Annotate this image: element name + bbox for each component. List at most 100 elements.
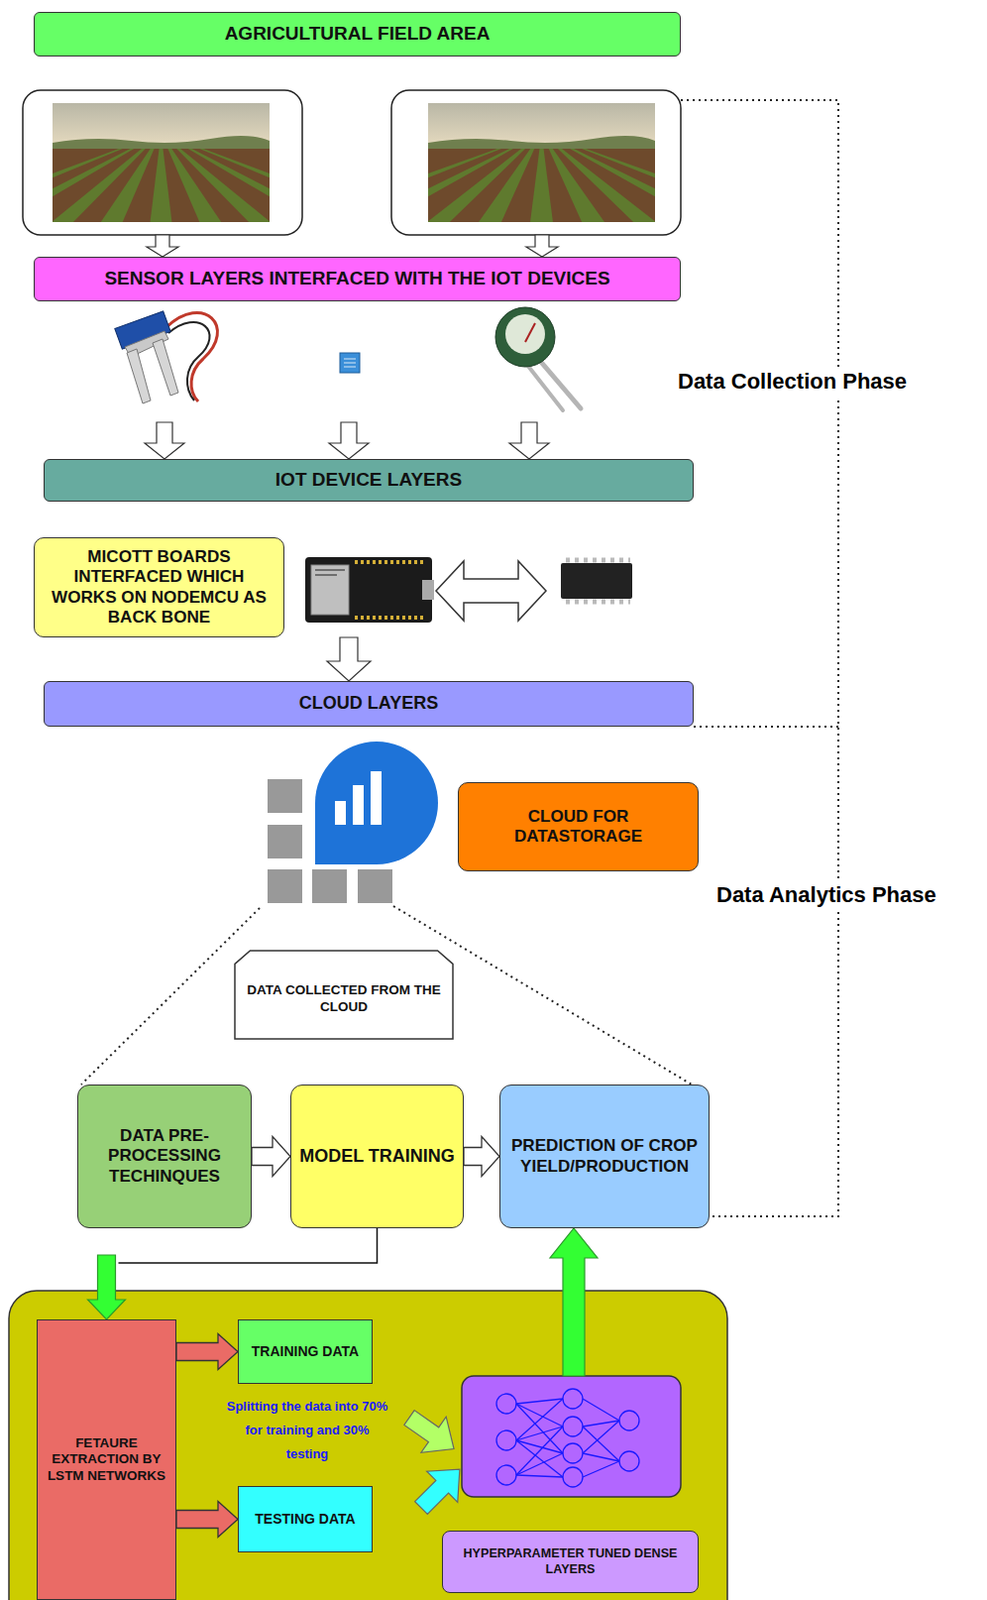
block-arrow xyxy=(251,1136,291,1177)
block-arrow xyxy=(176,1333,238,1370)
neuron xyxy=(562,1416,583,1436)
nn-link xyxy=(582,1425,620,1461)
nn-link xyxy=(582,1452,620,1461)
layer-bar: SENSOR LAYERS INTERFACED WITH THE IOT DE… xyxy=(33,256,681,302)
probe-prong xyxy=(126,348,151,404)
title-bar: AGRICULTURAL FIELD AREA xyxy=(33,11,681,57)
nodemcu-board xyxy=(305,556,433,623)
icon-square xyxy=(267,778,303,813)
box-text: TRAINING DATA xyxy=(251,1342,359,1360)
meter-probe xyxy=(540,360,581,409)
nn-link xyxy=(582,1420,620,1453)
connector xyxy=(463,1136,500,1177)
meter-body xyxy=(495,307,555,367)
nn-link xyxy=(582,1460,620,1477)
nn-link xyxy=(516,1425,563,1475)
probe-prong xyxy=(152,338,179,396)
box-text: AGRICULTURAL FIELD AREA xyxy=(224,22,491,46)
chip-legs xyxy=(565,599,631,605)
process-box: DATA PRE-PROCESSING TECHINQUES xyxy=(77,1084,252,1228)
icon-square xyxy=(357,869,393,903)
layer-box: HYPERPARAMETER TUNED DENSE LAYERS xyxy=(441,1530,699,1593)
hollow-arrow xyxy=(144,422,185,459)
hollow-arrow xyxy=(146,234,179,257)
box-text: CLOUD LAYERS xyxy=(299,692,439,715)
phase-label: Data Collection Phase xyxy=(674,366,910,397)
double-arrow xyxy=(436,560,547,621)
icon-bar xyxy=(352,784,364,825)
sensor-grille xyxy=(343,358,356,367)
meter-dial xyxy=(505,314,546,354)
neuron xyxy=(619,1450,640,1471)
process-box: PREDICTION OF CROP YIELD/PRODUCTION xyxy=(499,1084,710,1228)
box-text: FETAURE EXTRACTION BY LSTM NETWORKS xyxy=(43,1434,170,1484)
connector xyxy=(88,1227,378,1319)
field-photo xyxy=(293,103,791,222)
layer-bar: IOT DEVICE LAYERS xyxy=(43,458,694,502)
block-arrow xyxy=(463,1136,500,1177)
dotted-line xyxy=(81,907,260,1085)
neural-net-box xyxy=(461,1375,681,1497)
field-photo xyxy=(0,103,399,222)
connector xyxy=(176,1501,238,1537)
box-text: TESTING DATA xyxy=(254,1510,355,1528)
box-text: MODEL TRAINING xyxy=(299,1145,455,1168)
icon-square xyxy=(267,824,303,859)
meter-needle xyxy=(525,323,536,342)
note-box: CLOUD FOR DATASTORAGE xyxy=(457,781,699,872)
nn-link xyxy=(582,1398,620,1421)
pin-header xyxy=(354,615,425,620)
neuron xyxy=(619,1410,640,1430)
neuron xyxy=(562,1442,583,1463)
neuron xyxy=(562,1388,583,1409)
phase-bracket xyxy=(680,100,839,1216)
box-text: HYPERPARAMETER TUNED DENSE LAYERS xyxy=(448,1545,692,1576)
nn-links xyxy=(516,1398,620,1477)
connector-line xyxy=(118,1227,378,1263)
nn-link xyxy=(516,1403,563,1426)
block-arrow xyxy=(176,1501,238,1537)
nn-link xyxy=(516,1398,563,1404)
dht11-sensor xyxy=(339,352,360,373)
box-text: MICOTT BOARDS INTERFACED WHICH WORKS ON … xyxy=(40,547,278,629)
icon-bar xyxy=(370,770,382,825)
box-text: DATA COLLECTED FROM THE CLOUD xyxy=(242,982,445,1014)
icon-bar xyxy=(334,800,346,825)
note-box: MICOTT BOARDS INTERFACED WHICH WORKS ON … xyxy=(33,537,285,638)
hollow-arrow xyxy=(526,234,558,257)
phase-label: Data Analytics Phase xyxy=(713,879,940,910)
neuron xyxy=(562,1466,583,1487)
block-arrow xyxy=(396,1399,466,1467)
icon-square xyxy=(312,869,347,903)
layer-bar: CLOUD LAYERS xyxy=(43,680,694,727)
block-arrow xyxy=(405,1453,475,1524)
data-box: DATA COLLECTED FROM THE CLOUD xyxy=(234,950,453,1039)
box-text: IOT DEVICE LAYERS xyxy=(275,468,462,492)
hollow-arrow xyxy=(509,422,549,459)
model-panel xyxy=(8,1290,728,1600)
meter-probe xyxy=(527,364,563,411)
hollow-arrow xyxy=(327,637,371,681)
connector xyxy=(251,1136,291,1177)
box-text: CLOUD FOR DATASTORAGE xyxy=(464,806,692,848)
block-arrow xyxy=(88,1254,126,1319)
icon-square xyxy=(267,869,303,903)
box-text: SENSOR LAYERS INTERFACED WITH THE IOT DE… xyxy=(104,267,610,291)
esp-module xyxy=(311,564,349,615)
nn-link xyxy=(516,1474,563,1477)
nn-link xyxy=(516,1439,563,1477)
data-box: TESTING DATA xyxy=(237,1485,373,1552)
neuron xyxy=(496,1393,517,1414)
data-box: TRAINING DATA xyxy=(237,1318,373,1384)
nn-link xyxy=(516,1452,563,1475)
block-arrow xyxy=(549,1227,598,1376)
box-outline xyxy=(234,950,453,1039)
antenna-trace xyxy=(315,569,345,575)
usb-port xyxy=(422,579,435,600)
ic-chip xyxy=(560,562,633,599)
process-box: MODEL TRAINING xyxy=(290,1084,464,1228)
pin-header xyxy=(354,559,425,564)
cloud-icon xyxy=(315,741,439,865)
neuron xyxy=(496,1464,517,1485)
